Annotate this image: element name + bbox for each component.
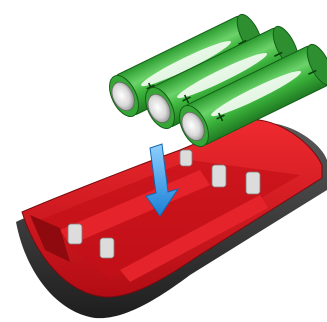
battery-illustration: + − [0,0,327,322]
